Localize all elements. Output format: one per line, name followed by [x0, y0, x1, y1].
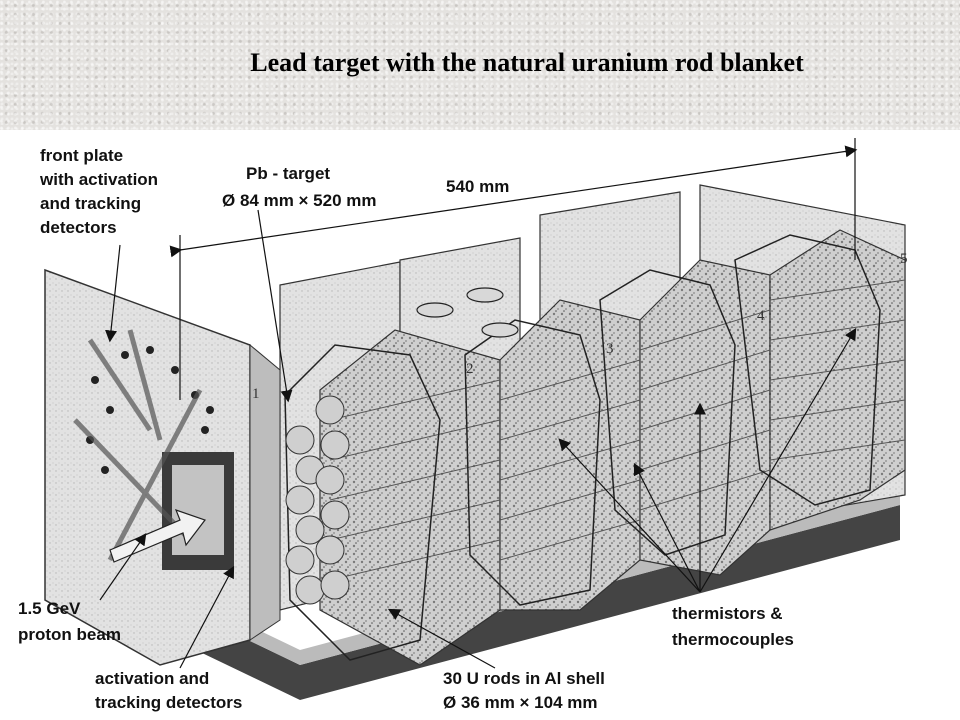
front-plate [44, 268, 281, 666]
svg-text:proton beam: proton beam [18, 625, 121, 644]
proton-beam-arrow [109, 509, 206, 563]
section-number-1: 1 [252, 386, 260, 402]
svg-text:Ø 84 mm × 520 mm: Ø 84 mm × 520 mm [222, 191, 377, 210]
section-number-4: 4 [757, 308, 765, 324]
pb-target-label: Pb - target Ø 84 mm × 520 mm [222, 164, 377, 210]
leader-lines [99, 209, 857, 669]
svg-text:Pb - target: Pb - target [246, 164, 330, 183]
length-label: 540 mm [446, 177, 509, 196]
svg-text:Ø 36 mm × 104 mm: Ø 36 mm × 104 mm [443, 693, 598, 712]
svg-text:and tracking: and tracking [40, 194, 141, 213]
section-numbers: 1 2 3 4 5 [252, 251, 908, 402]
activation-detectors-label: activation and tracking detectors [95, 669, 242, 712]
section-number-3: 3 [606, 341, 614, 357]
svg-text:detectors: detectors [40, 218, 117, 237]
thermistors-label: thermistors & thermocouples [672, 604, 794, 649]
svg-text:front plate: front plate [40, 146, 123, 165]
svg-text:tracking detectors: tracking detectors [95, 693, 242, 712]
svg-text:with activation: with activation [39, 170, 158, 189]
svg-text:30 U rods in Al shell: 30 U rods in Al shell [443, 669, 605, 688]
target-assembly-diagram: 1 2 3 4 5 front plate with activation an… [18, 138, 908, 712]
proton-beam-label: 1.5 GeV proton beam [18, 599, 121, 644]
section-number-5: 5 [900, 251, 908, 267]
uranium-rod-bundles [319, 229, 906, 666]
section-number-2: 2 [466, 361, 474, 377]
svg-text:thermistors &: thermistors & [672, 604, 783, 623]
svg-text:thermocouples: thermocouples [672, 630, 794, 649]
front-plate-label: front plate with activation and tracking… [39, 146, 158, 237]
page-title: Lead target with the natural uranium rod… [250, 48, 804, 77]
svg-text:activation and: activation and [95, 669, 209, 688]
dimension-line [169, 138, 858, 400]
detector-discs [416, 287, 519, 338]
rod-ends [285, 395, 350, 605]
u-rods-label: 30 U rods in Al shell Ø 36 mm × 104 mm [443, 669, 605, 712]
svg-text:1.5 GeV: 1.5 GeV [18, 599, 81, 618]
title-banner [0, 0, 960, 130]
